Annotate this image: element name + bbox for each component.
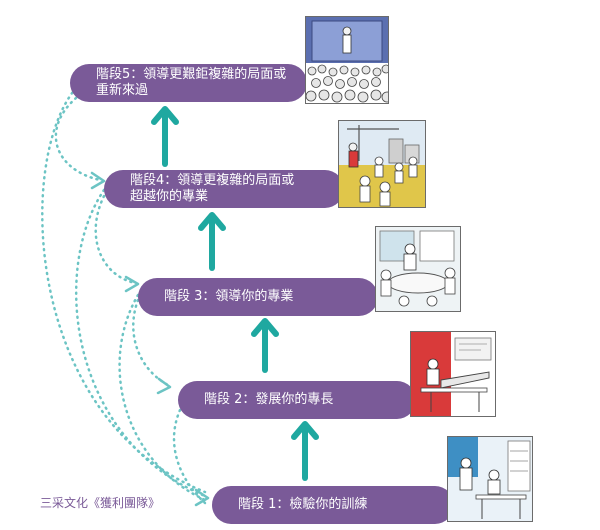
loop-arrow-5-to-4	[54, 96, 102, 182]
loop-arrow-3-to-1	[118, 293, 207, 502]
stage-4-label: 階段4：領導更複雜的局面或 超越你的專業	[130, 173, 295, 204]
stage-3-bar: 階段 3：領導你的專業	[138, 278, 378, 316]
publisher-credit: 三采文化《獲利團隊》	[40, 496, 161, 510]
stage-5-label: 階段5：領導更艱鉅複雜的局面或 重新來過	[96, 67, 287, 98]
arrowhead-stage4	[90, 171, 106, 190]
up-arrow-3-to-4	[198, 212, 226, 271]
up-arrow-1-to-2	[291, 421, 319, 481]
stage-5-illustration	[305, 16, 389, 104]
stage-3-label: 階段 3：領導你的專業	[164, 289, 294, 304]
up-arrow-2-to-3	[251, 318, 279, 373]
arrowhead-stage3	[124, 275, 140, 293]
arrowhead-stage2	[156, 377, 172, 395]
loop-arrow-2-to-1	[172, 408, 207, 505]
stage-2-illustration	[410, 331, 496, 417]
stage-1-bar: 階段 1：檢驗你的訓練	[212, 486, 454, 524]
arrowhead-stage1	[194, 488, 210, 507]
stage-1-illustration	[447, 436, 533, 522]
up-arrow-4-to-5	[151, 106, 179, 167]
stage-4-illustration	[338, 120, 426, 208]
stage-2-bar: 階段 2：發展你的專長	[178, 381, 416, 419]
loop-arrow-4-to-1	[74, 188, 207, 498]
loop-arrow-3-to-2	[132, 298, 170, 387]
stage-2-label: 階段 2：發展你的專長	[204, 392, 334, 407]
stage-5-bar: 階段5：領導更艱鉅複雜的局面或 重新來過	[70, 64, 307, 102]
stage-1-label: 階段 1：檢驗你的訓練	[238, 497, 368, 512]
loop-arrow-4-to-3	[94, 194, 137, 285]
stage-3-illustration	[375, 226, 461, 312]
stage-4-bar: 階段4：領導更複雜的局面或 超越你的專業	[104, 170, 344, 208]
